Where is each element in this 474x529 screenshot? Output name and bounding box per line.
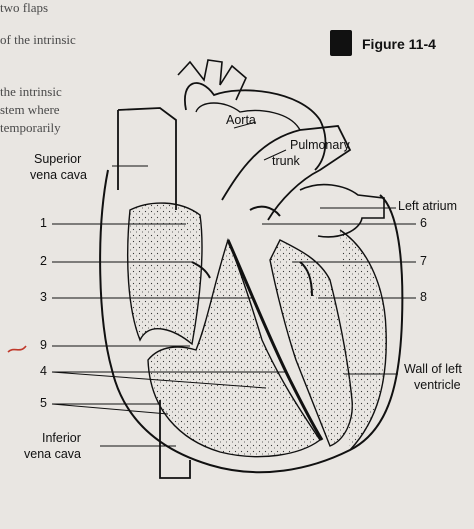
aorta-outline (184, 82, 327, 171)
left-ventricle-outer-wall (339, 229, 387, 451)
number-1: 1 (40, 216, 47, 230)
label-pulmonary-trunk-line2: trunk (272, 154, 300, 168)
leader-4b (51, 371, 267, 389)
number-8: 8 (420, 290, 427, 304)
label-superior-vena-cava-line2: vena cava (30, 168, 87, 182)
right-atrium-wall (127, 202, 203, 346)
number-6: 6 (420, 216, 427, 230)
number-5: 5 (40, 396, 47, 410)
pen-mark (7, 345, 27, 353)
superior-vena-cava-outline (117, 107, 177, 210)
number-2: 2 (40, 254, 47, 268)
page-text-line: temporarily (0, 120, 61, 135)
pulmonary-valve (249, 205, 281, 217)
leader-5b (51, 403, 169, 415)
number-4: 4 (40, 364, 47, 378)
figure-title: Figure 11-4 (362, 36, 436, 52)
label-wall-left-ventricle-line1: Wall of left (404, 362, 462, 376)
right-ventricle-wall (147, 237, 321, 458)
aortic-branch-vessels (177, 59, 247, 101)
left-atrium-outline (299, 183, 385, 238)
label-superior-vena-cava-line1: Superior (34, 152, 82, 166)
interventricular-septum (226, 239, 324, 441)
aorta-arch-inner (195, 102, 301, 131)
label-inferior-vena-cava-line1: Inferior (42, 431, 81, 445)
label-pulmonary-trunk-line1: Pulmonary (290, 138, 350, 152)
leader-pulmonary-trunk (263, 149, 287, 161)
page-text-line: stem where (0, 102, 60, 117)
left-ventricle-wall (269, 239, 353, 447)
page-text-line: of the intrinsic (0, 32, 76, 47)
label-aorta: Aorta (226, 113, 256, 127)
inferior-vena-cava-outline (159, 400, 191, 479)
number-3: 3 (40, 290, 47, 304)
page-text-line: two flaps (0, 0, 49, 15)
pulmonary-trunk-outline (221, 125, 352, 221)
leader-lines (51, 121, 416, 447)
label-left-atrium: Left atrium (398, 199, 458, 213)
running-figure-logo-icon (330, 30, 352, 56)
number-9: 9 (40, 338, 47, 352)
mitral-valve (299, 261, 313, 297)
number-7: 7 (420, 254, 427, 268)
leader-aorta (233, 121, 257, 129)
page-text-line: the intrinsic (0, 84, 62, 99)
tricuspid-valve (191, 261, 211, 279)
label-wall-left-ventricle-line2: ventricle (414, 378, 461, 392)
heart-outer-wall (99, 169, 404, 474)
label-inferior-vena-cava-line2: vena cava (24, 447, 81, 461)
